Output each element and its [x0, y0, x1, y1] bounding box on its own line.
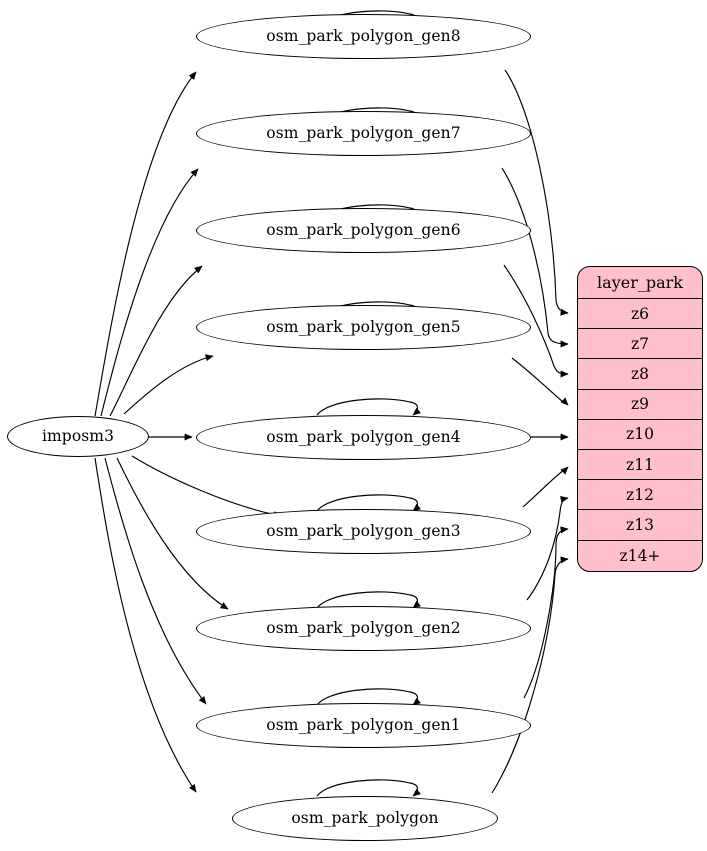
node-osm-park-polygon-gen2[interactable]: osm_park_polygon_gen2	[196, 606, 531, 651]
node-osm-park-polygon-gen5-label: osm_park_polygon_gen5	[266, 317, 461, 336]
edge-imposm3-to-base	[94, 457, 197, 793]
node-osm-park-polygon-gen7[interactable]: osm_park_polygon_gen7	[196, 111, 531, 156]
edge-gen2-to-z12	[526, 495, 569, 601]
self-loop-gen4	[316, 398, 421, 416]
node-osm-park-polygon-gen4[interactable]: osm_park_polygon_gen4	[196, 415, 531, 460]
edge-imposm3-to-gen3	[131, 455, 282, 519]
node-osm-park-polygon-gen3[interactable]: osm_park_polygon_gen3	[196, 509, 531, 554]
edge-gen8-to-z6	[504, 69, 569, 316]
edge-base-to-z14plus	[491, 556, 569, 794]
node-osm-park-polygon-gen6-label: osm_park_polygon_gen6	[266, 220, 461, 239]
edge-gen3-to-z11	[522, 466, 569, 508]
node-imposm3[interactable]: imposm3	[7, 416, 149, 457]
layer-park-row-z12[interactable]: z12	[578, 480, 702, 511]
edge-imposm3-to-gen6	[109, 265, 203, 417]
node-osm-park-polygon-gen4-label: osm_park_polygon_gen4	[266, 427, 461, 446]
node-osm-park-polygon-label: osm_park_polygon	[291, 808, 439, 827]
self-loop-base	[316, 779, 421, 797]
edge-imposm3-to-gen5	[123, 354, 214, 415]
layer-park-row-z11[interactable]: z11	[578, 450, 702, 481]
node-osm-park-polygon-gen3-label: osm_park_polygon_gen3	[266, 521, 461, 540]
node-osm-park-polygon-gen1[interactable]: osm_park_polygon_gen1	[196, 703, 531, 748]
node-osm-park-polygon-gen6[interactable]: osm_park_polygon_gen6	[196, 208, 531, 253]
edge-imposm3-to-gen7	[100, 168, 199, 417]
node-osm-park-polygon-gen2-label: osm_park_polygon_gen2	[266, 618, 461, 637]
node-osm-park-polygon[interactable]: osm_park_polygon	[232, 796, 498, 841]
layer-park-table-header: layer_park	[578, 267, 702, 299]
layer-park-row-z6[interactable]: z6	[578, 299, 702, 330]
node-imposm3-label: imposm3	[41, 426, 115, 445]
node-osm-park-polygon-gen7-label: osm_park_polygon_gen7	[266, 123, 461, 142]
node-osm-park-polygon-gen5[interactable]: osm_park_polygon_gen5	[196, 305, 531, 350]
node-osm-park-polygon-gen8[interactable]: osm_park_polygon_gen8	[196, 14, 531, 59]
layer-park-row-z14plus[interactable]: z14+	[619, 546, 661, 565]
edge-imposm3-to-gen1	[104, 457, 207, 705]
edge-gen5-to-z9	[511, 357, 569, 406]
layer-park-row-z8[interactable]: z8	[578, 359, 702, 390]
node-osm-park-polygon-gen1-label: osm_park_polygon_gen1	[266, 715, 461, 734]
edge-gen1-to-z13	[523, 526, 569, 699]
layer-park-row-z10[interactable]: z10	[578, 420, 702, 450]
node-osm-park-polygon-gen8-label: osm_park_polygon_gen8	[266, 26, 461, 45]
edge-imposm3-to-gen8	[94, 71, 197, 417]
layer-park-table[interactable]: layer_park z6 z7 z8 z9 z10 z11 z12 z13 z…	[577, 266, 703, 572]
layer-park-row-z9[interactable]: z9	[578, 390, 702, 420]
layer-park-row-z13[interactable]: z13	[578, 510, 702, 541]
layer-park-row-z7[interactable]: z7	[578, 329, 702, 360]
